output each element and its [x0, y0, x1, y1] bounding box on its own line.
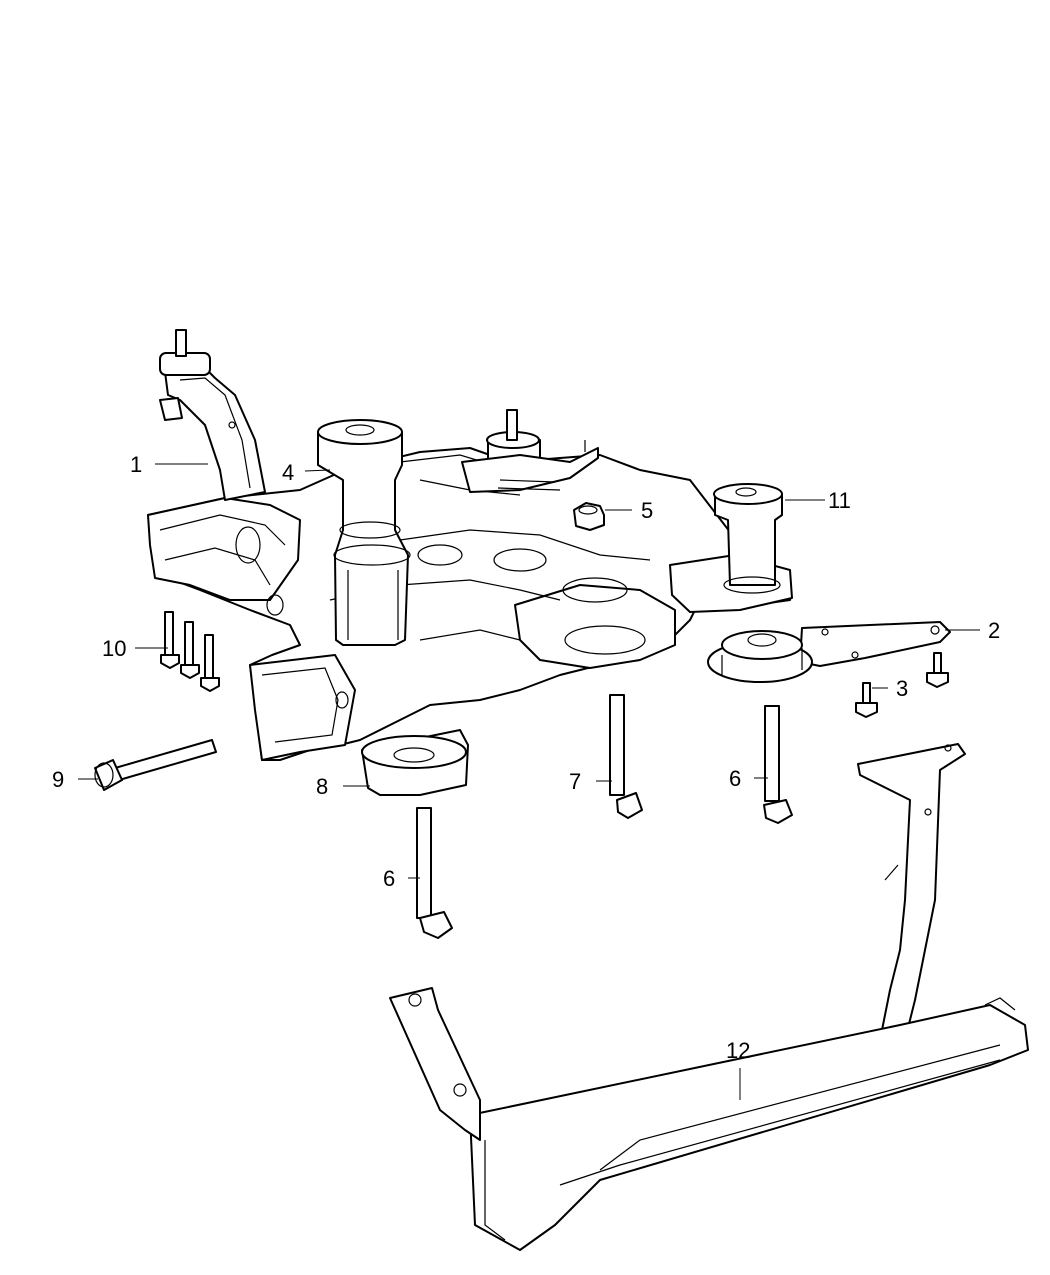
- part-3-bolts: [855, 652, 949, 718]
- part-10-bolts: [160, 611, 220, 692]
- part-6-bolt-right: [763, 705, 793, 824]
- callout-6-lower: 6: [383, 866, 395, 891]
- part-11-bushing: [713, 483, 783, 594]
- part-2-bracket: [707, 621, 951, 683]
- callout-10: 10: [102, 636, 126, 661]
- part-5-nut: [573, 502, 605, 531]
- part-7-bolt: [609, 694, 643, 819]
- part-12-lower-brace: [389, 743, 1029, 1251]
- callout-leaders: [78, 463, 980, 1100]
- callout-12: 12: [726, 1038, 750, 1063]
- callout-7: 7: [569, 769, 581, 794]
- callout-8: 8: [316, 774, 328, 799]
- part-4-mount-bushing: [317, 419, 411, 646]
- callout-1: 1: [130, 452, 142, 477]
- part-8-bushing-cup: [361, 729, 469, 796]
- callout-9: 9: [52, 767, 64, 792]
- callout-2: 2: [988, 618, 1000, 643]
- part-9-bolt: [94, 739, 217, 791]
- rear-upper-mount: [461, 409, 599, 493]
- callout-4: 4: [282, 460, 294, 485]
- callout-5: 5: [641, 498, 653, 523]
- callout-3: 3: [896, 676, 908, 701]
- callout-6-right: 6: [729, 766, 741, 791]
- callout-11: 11: [828, 488, 851, 513]
- callout-labels: 1 4 5 11 2 3 10 9 8 7 6 6 12: [52, 452, 1000, 1063]
- part-6-bolt-lower: [416, 807, 453, 939]
- part-1-support-arm: [159, 329, 266, 501]
